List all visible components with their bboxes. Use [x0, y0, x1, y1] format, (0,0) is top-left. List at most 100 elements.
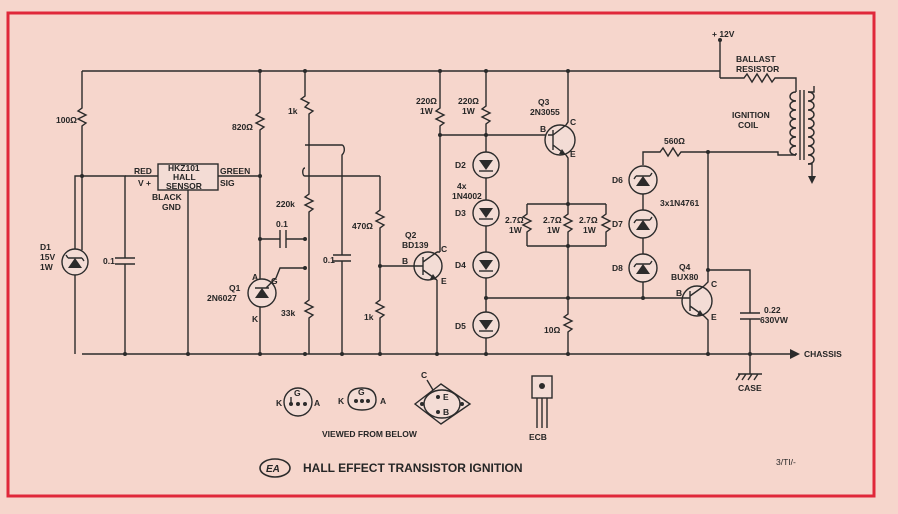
- junction-d5: [484, 352, 488, 356]
- q1-pin-a: A: [252, 272, 258, 282]
- d3-diode: [472, 199, 500, 227]
- junction-r13: [566, 352, 570, 356]
- junction-r7: [378, 352, 382, 356]
- pinout-to126: [531, 375, 553, 428]
- supply-label: + 12V: [712, 29, 735, 39]
- r14-resistor: [642, 146, 708, 165]
- junction-r3: [303, 69, 307, 73]
- d8-zener-diode: [628, 253, 658, 283]
- sensor-title-3: SENSOR: [166, 181, 202, 191]
- dgroup-label-2: 1N4002: [452, 191, 482, 201]
- junction-c3: [340, 352, 344, 356]
- q3-pin-c: C: [570, 117, 576, 127]
- d1-leads: [74, 175, 82, 354]
- pinout2-a: A: [380, 396, 386, 406]
- d3-label: D3: [455, 208, 466, 218]
- ignition-coil: [789, 86, 816, 184]
- q3-leads: [548, 71, 569, 204]
- junction-q4e: [706, 352, 710, 356]
- q1-pin-k: K: [252, 314, 259, 324]
- r3-label: 1k: [288, 106, 298, 116]
- page-border: [6, 11, 876, 498]
- d2-label: D2: [455, 160, 466, 170]
- d1-label-2: 15V: [40, 252, 55, 262]
- q1-label-2: 2N6027: [207, 293, 237, 303]
- zgroup-label: 3x1N4761: [660, 198, 700, 208]
- pinout-put-side: [347, 387, 377, 411]
- r2-resistor: [254, 71, 266, 275]
- junction-r9: [484, 69, 488, 73]
- q2-pin-b: B: [402, 256, 408, 266]
- r2-label: 820Ω: [232, 122, 253, 132]
- ballast-resistor: [720, 72, 797, 92]
- c2-capacitor: [260, 230, 305, 248]
- junction-gnd: [186, 352, 190, 356]
- c4-label-2: 630VW: [760, 315, 789, 325]
- case-label: CASE: [738, 383, 762, 393]
- q1-pin-g: G: [271, 276, 278, 286]
- reference-code: 3/TI/-: [776, 457, 796, 467]
- q1-leads: [259, 267, 305, 354]
- d1-label-1: D1: [40, 242, 51, 252]
- ea-logo: [259, 458, 291, 478]
- junction-par-top: [566, 202, 570, 206]
- d4-label: D4: [455, 260, 466, 270]
- coil-label-2: COIL: [738, 120, 758, 130]
- junction-sig: [258, 174, 262, 178]
- c1-label: 0.1: [103, 256, 115, 266]
- q2-pin-e: E: [441, 276, 447, 286]
- hall-sensor-box: [157, 163, 219, 191]
- diagram-title: HALL EFFECT TRANSISTOR IGNITION: [303, 461, 523, 475]
- q4-pin-b: B: [676, 288, 682, 298]
- c3-capacitor: [333, 176, 351, 354]
- supply-terminal: [718, 38, 722, 42]
- junction-r8: [438, 69, 442, 73]
- r13-resistor: [562, 298, 574, 354]
- q2-label-2: BD139: [402, 240, 429, 250]
- junction-q3c: [566, 69, 570, 73]
- d5-label: D5: [455, 321, 466, 331]
- d7-zener-diode: [628, 209, 658, 239]
- sensor-sig-label: SIG: [220, 178, 235, 188]
- sensor-green-label: GREEN: [220, 166, 250, 176]
- dgroup-label-1: 4x: [457, 181, 467, 191]
- sensor-gnd-label: GND: [162, 202, 181, 212]
- r12-label-2: 1W: [583, 225, 597, 235]
- r1-label: 100Ω: [56, 115, 77, 125]
- ballast-label-2: RESISTOR: [736, 64, 779, 74]
- chassis-label: CHASSIS: [804, 349, 842, 359]
- q2-pin-c: C: [441, 244, 447, 254]
- r11-label-1: 2.7Ω: [543, 215, 562, 225]
- case-ground-symbol: [735, 354, 762, 381]
- q3-label-1: Q3: [538, 97, 550, 107]
- pinout1-k: K: [276, 398, 283, 408]
- pinout3-b: B: [443, 407, 449, 417]
- r9-label-2: 1W: [462, 106, 476, 116]
- junction-r5: [303, 352, 307, 356]
- ea-logo-text: EA: [266, 464, 280, 475]
- q1-label-1: Q1: [229, 283, 241, 293]
- junction-q1: [258, 352, 262, 356]
- sensor-title-2: HALL: [173, 172, 196, 182]
- r9-label-1: 220Ω: [458, 96, 479, 106]
- r14-label: 560Ω: [664, 136, 685, 146]
- junction-zener: [641, 296, 645, 300]
- pinout2-k: K: [338, 396, 345, 406]
- q4-leads: [680, 152, 709, 354]
- q4-transistor: [681, 285, 713, 317]
- r11-label-2: 1W: [547, 225, 561, 235]
- r7-label: 1k: [364, 312, 374, 322]
- bias-wire-1: [305, 144, 345, 176]
- viewed-from-below-note: VIEWED FROM BELOW: [322, 429, 418, 439]
- junction-c1: [123, 352, 127, 356]
- pinout4-ecb: ECB: [529, 432, 547, 442]
- r8-label-1: 220Ω: [416, 96, 437, 106]
- d1-zener-diode: [61, 248, 89, 276]
- r1-resistor: [76, 71, 88, 250]
- ballast-label-1: BALLAST: [736, 54, 776, 64]
- d4-diode: [472, 251, 500, 279]
- d6-label: D6: [612, 175, 623, 185]
